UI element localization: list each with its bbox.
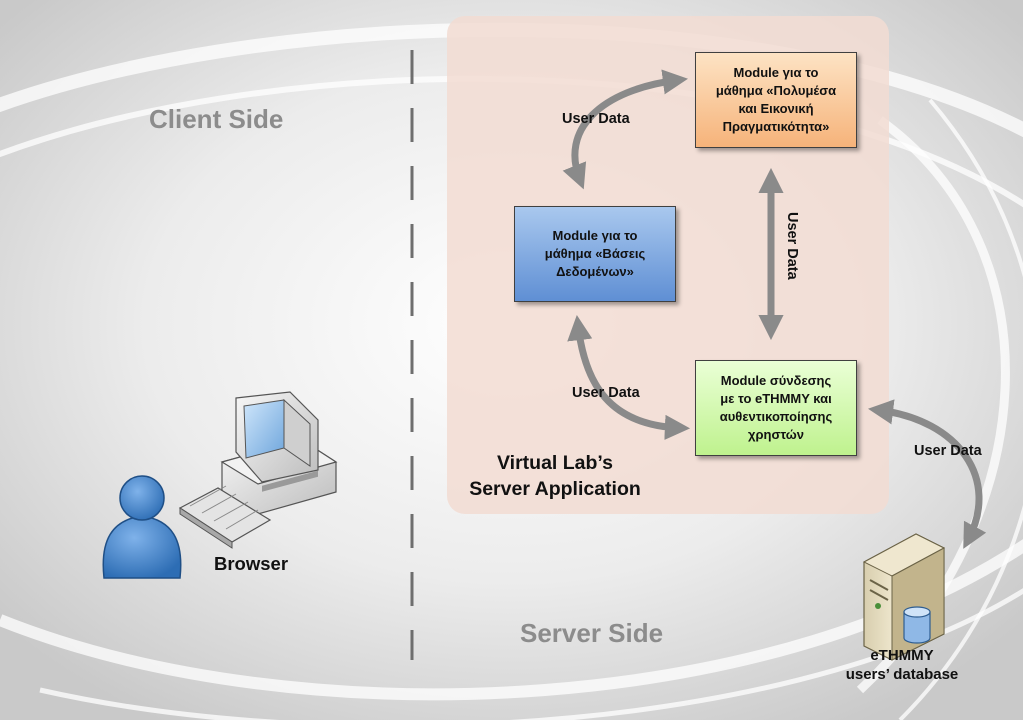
arrow-databases-multimedia	[562, 69, 688, 190]
module-multimedia-box: Module για το μάθημα «Πολυμέσα και Εικον…	[695, 52, 857, 148]
user-data-label-vertical: User Data	[784, 212, 800, 280]
database-label: eTHMMY users’ database	[845, 647, 959, 683]
arrow-databases-auth	[567, 314, 691, 440]
browser-label: Browser	[214, 553, 289, 574]
user-data-label-right: User Data	[914, 443, 982, 459]
module-auth-box: Module σύνδεσης με το eTHMMY και αυθεντι…	[695, 360, 857, 456]
user-icon	[102, 475, 182, 579]
computer-icon	[220, 391, 338, 515]
module-databases-box: Module για το μάθημα «Βάσεις Δεδομένων»	[514, 206, 676, 302]
keyboard-icon	[178, 485, 272, 549]
user-data-label-middle: User Data	[572, 385, 640, 401]
arrows	[562, 69, 987, 549]
server-application-label: Virtual Lab’s Server Application	[469, 452, 641, 500]
arrow-auth-database	[867, 399, 987, 549]
server-side-label: Server Side	[520, 618, 664, 648]
database-icon	[903, 606, 931, 644]
user-data-label-top: User Data	[562, 111, 630, 127]
client-side-label: Client Side	[149, 104, 284, 134]
